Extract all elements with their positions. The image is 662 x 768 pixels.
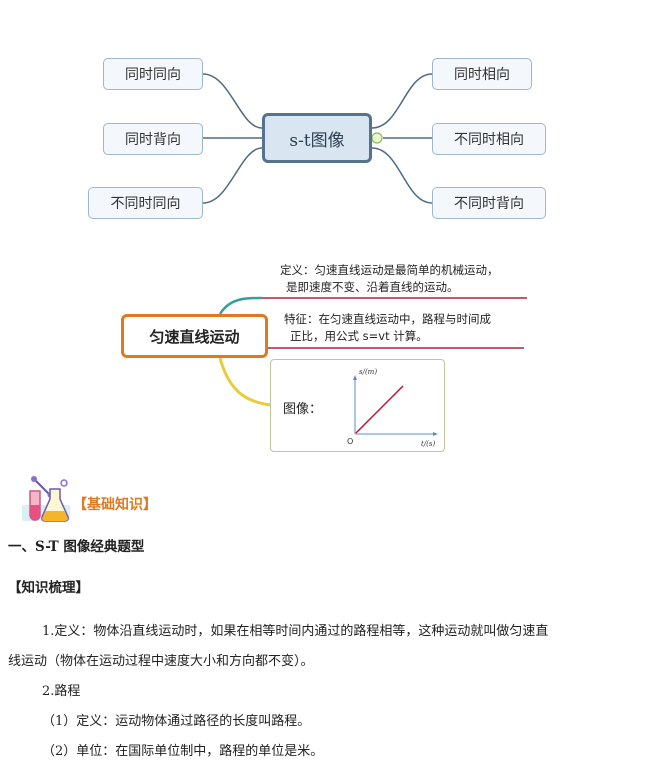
- st-graph-origin: O: [347, 437, 353, 446]
- paragraph-4: （2）单位：在国际单位制中，路程的单位是米。: [42, 744, 324, 759]
- paragraph-3: （1）定义：运动物体通过路径的长度叫路程。: [42, 714, 311, 729]
- mm2-graph-label: 图像：: [283, 402, 323, 417]
- mm2-feature-line2: 正比，用公式 s=vt 计算。: [290, 329, 428, 343]
- mm1-node-same-time-opposite: 同时背向: [103, 123, 203, 155]
- mm1-node-same-time-toward: 同时相向: [432, 58, 532, 90]
- paragraph-1-line1: 1.定义：物体沿直线运动时，如果在相等时间内通过的路程相等，这种运动就叫做匀速直: [42, 624, 549, 639]
- paragraph-2: 2.路程: [42, 684, 81, 699]
- mm2-feature-line1: 特征：在匀速直线运动中，路程与时间成: [284, 312, 491, 326]
- mm2-definition: 定义：匀速直线运动是最简单的机械运动， 是即速度不变、沿着直线的运动。: [280, 262, 499, 296]
- mm2-feature: 特征：在匀速直线运动中，路程与时间成 正比，用公式 s=vt 计算。: [284, 311, 491, 345]
- st-graph-xlabel: t/(s): [421, 440, 435, 448]
- mm1-node-diff-time-toward: 不同时相向: [432, 123, 546, 155]
- mm1-node-diff-time-opposite: 不同时背向: [432, 187, 546, 219]
- section-badge: 【基础知识】: [73, 497, 157, 513]
- section-subheading: 【知识梳理】: [8, 580, 89, 596]
- paragraph-1-line2: 线运动（物体在运动过程中速度大小和方向都不变）。: [8, 654, 314, 669]
- mindmap1-connectors: [202, 73, 433, 204]
- section-heading: 一、S-T 图像经典题型: [8, 539, 145, 555]
- mm1-node-diff-time-same-dir: 不同时同向: [88, 187, 203, 219]
- st-graph-ylabel: s/(m): [359, 368, 377, 376]
- st-graph-line: [355, 385, 404, 434]
- mm2-definition-line1: 定义：匀速直线运动是最简单的机械运动，: [280, 263, 499, 277]
- mm1-node-same-time-same-dir: 同时同向: [103, 58, 203, 90]
- collapse-toggle-icon: [371, 132, 383, 144]
- mm2-definition-line2: 是即速度不变、沿着直线的运动。: [286, 280, 459, 294]
- mm2-main-node: 匀速直线运动: [121, 314, 268, 358]
- mm1-center-node: s-t图像: [262, 113, 372, 163]
- st-graph: s/(m) t/(s) O: [347, 368, 438, 448]
- flask-icon: [22, 476, 70, 522]
- mm2-graph-node: 图像： s/(m) t/(s) O: [270, 359, 445, 452]
